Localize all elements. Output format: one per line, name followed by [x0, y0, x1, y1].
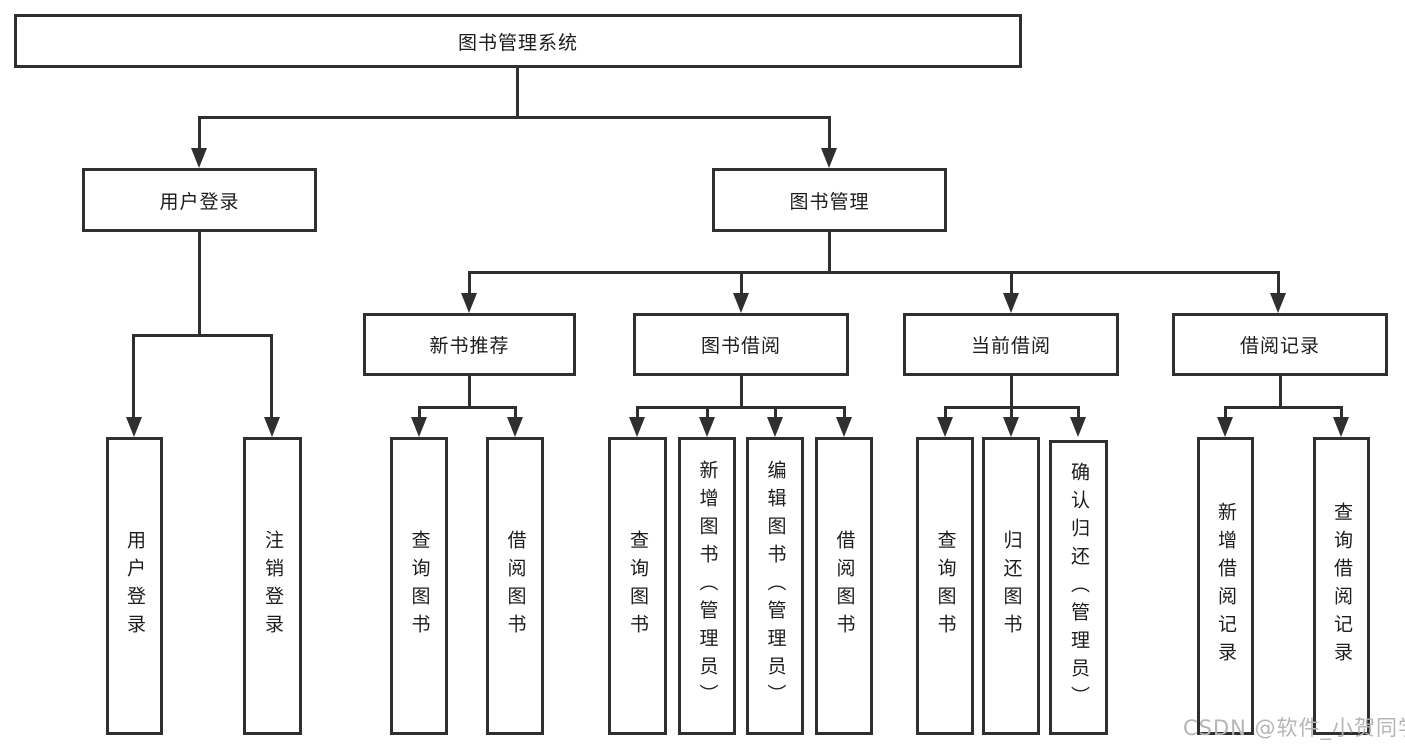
node-label: 新书推荐: [429, 335, 510, 357]
line-segment: [843, 406, 846, 419]
arrow-down: [264, 417, 280, 437]
leaf-query-books-current: 查询图书: [916, 437, 974, 735]
leaf-add-borrow-record: 新增借阅记录: [1197, 437, 1254, 735]
line-segment: [636, 406, 639, 419]
arrow-down: [733, 293, 749, 313]
leaf-label: 借阅图书: [833, 530, 856, 642]
line-segment: [1224, 406, 1343, 409]
leaf-query-books-recommend: 查询图书: [390, 437, 448, 735]
arrow-down: [1270, 293, 1286, 313]
leaf-label: 归还图书: [1000, 530, 1023, 642]
line-segment: [1077, 406, 1080, 419]
leaf-edit-books-admin: 编辑图书（管理员）: [746, 437, 804, 735]
leaf-label: 借阅图书: [504, 530, 527, 642]
node-book-borrowing: 图书借阅: [633, 313, 849, 376]
line-segment: [740, 271, 743, 295]
arrow-down: [1217, 417, 1233, 437]
line-segment: [418, 406, 517, 409]
leaf-label: 查询图书: [408, 530, 431, 642]
arrow-down: [1070, 417, 1086, 437]
arrow-down: [1003, 417, 1019, 437]
leaf-query-borrow-record: 查询借阅记录: [1313, 437, 1370, 735]
line-segment: [1340, 406, 1343, 419]
line-segment: [944, 406, 947, 419]
node-library-system: 图书管理系统: [14, 14, 1022, 68]
leaf-label: 用户登录: [124, 530, 146, 642]
leaf-label: 新增图书（管理员）: [696, 460, 719, 712]
line-segment: [198, 116, 831, 119]
leaf-label: 查询图书: [627, 530, 649, 642]
line-segment: [132, 334, 135, 419]
line-segment: [1010, 271, 1013, 295]
line-segment: [1277, 271, 1280, 295]
arrow-down: [767, 417, 783, 437]
line-segment: [198, 231, 201, 336]
arrow-down: [411, 417, 427, 437]
leaf-label: 确认归还（管理员）: [1068, 461, 1090, 714]
leaf-add-books-admin: 新增图书（管理员）: [678, 437, 736, 735]
node-book-management: 图书管理: [712, 168, 947, 232]
leaf-logout-login: 注销登录: [243, 437, 302, 735]
leaf-label: 编辑图书（管理员）: [764, 460, 787, 712]
line-segment: [774, 406, 777, 419]
arrow-down: [507, 417, 523, 437]
leaf-return-books: 归还图书: [982, 437, 1040, 735]
node-borrowing-records: 借阅记录: [1172, 313, 1388, 376]
line-segment: [198, 116, 201, 150]
leaf-confirm-return-admin: 确认归还（管理员）: [1049, 440, 1108, 735]
arrow-down: [937, 417, 953, 437]
arrow-down: [699, 417, 715, 437]
leaf-borrow-books-recommend: 借阅图书: [486, 437, 544, 735]
leaf-query-books-borrowing: 查询图书: [608, 437, 667, 735]
node-label: 图书管理系统: [457, 31, 578, 54]
line-segment: [516, 67, 519, 118]
watermark: CSDN @软件_小贺同学: [1183, 716, 1405, 740]
line-segment: [828, 116, 831, 150]
node-label: 图书管理: [789, 190, 870, 213]
line-segment: [1224, 406, 1227, 419]
line-segment: [828, 231, 831, 274]
line-segment: [1010, 375, 1013, 409]
node-user-login: 用户登录: [82, 168, 317, 232]
line-segment: [740, 375, 743, 409]
line-segment: [468, 271, 471, 295]
node-label: 当前借阅: [970, 335, 1051, 357]
arrow-down: [1003, 293, 1019, 313]
leaf-label: 注销登录: [262, 530, 284, 642]
arrow-down: [821, 148, 837, 168]
leaf-label: 查询图书: [934, 530, 957, 642]
node-label: 用户登录: [159, 190, 240, 213]
leaf-user-login: 用户登录: [106, 437, 163, 735]
line-segment: [1010, 406, 1013, 419]
arrow-down: [1333, 417, 1349, 437]
node-label: 借阅记录: [1239, 335, 1320, 357]
leaf-borrow-books: 借阅图书: [815, 437, 873, 735]
node-new-book-recommend: 新书推荐: [363, 313, 576, 376]
arrow-down: [836, 417, 852, 437]
leaf-label: 新增借阅记录: [1215, 502, 1237, 670]
arrow-down: [191, 148, 207, 168]
leaf-label: 查询借阅记录: [1331, 502, 1353, 670]
line-segment: [468, 375, 471, 409]
arrow-down: [461, 293, 477, 313]
line-segment: [514, 406, 517, 419]
node-label: 图书借阅: [700, 335, 781, 357]
line-segment: [270, 334, 273, 419]
arrow-down: [629, 417, 645, 437]
line-segment: [418, 406, 421, 419]
line-segment: [132, 334, 272, 337]
node-current-borrowing: 当前借阅: [903, 313, 1119, 376]
line-segment: [636, 406, 846, 409]
line-segment: [468, 271, 1280, 274]
line-segment: [706, 406, 709, 419]
arrow-down: [126, 417, 142, 437]
line-segment: [1279, 375, 1282, 409]
